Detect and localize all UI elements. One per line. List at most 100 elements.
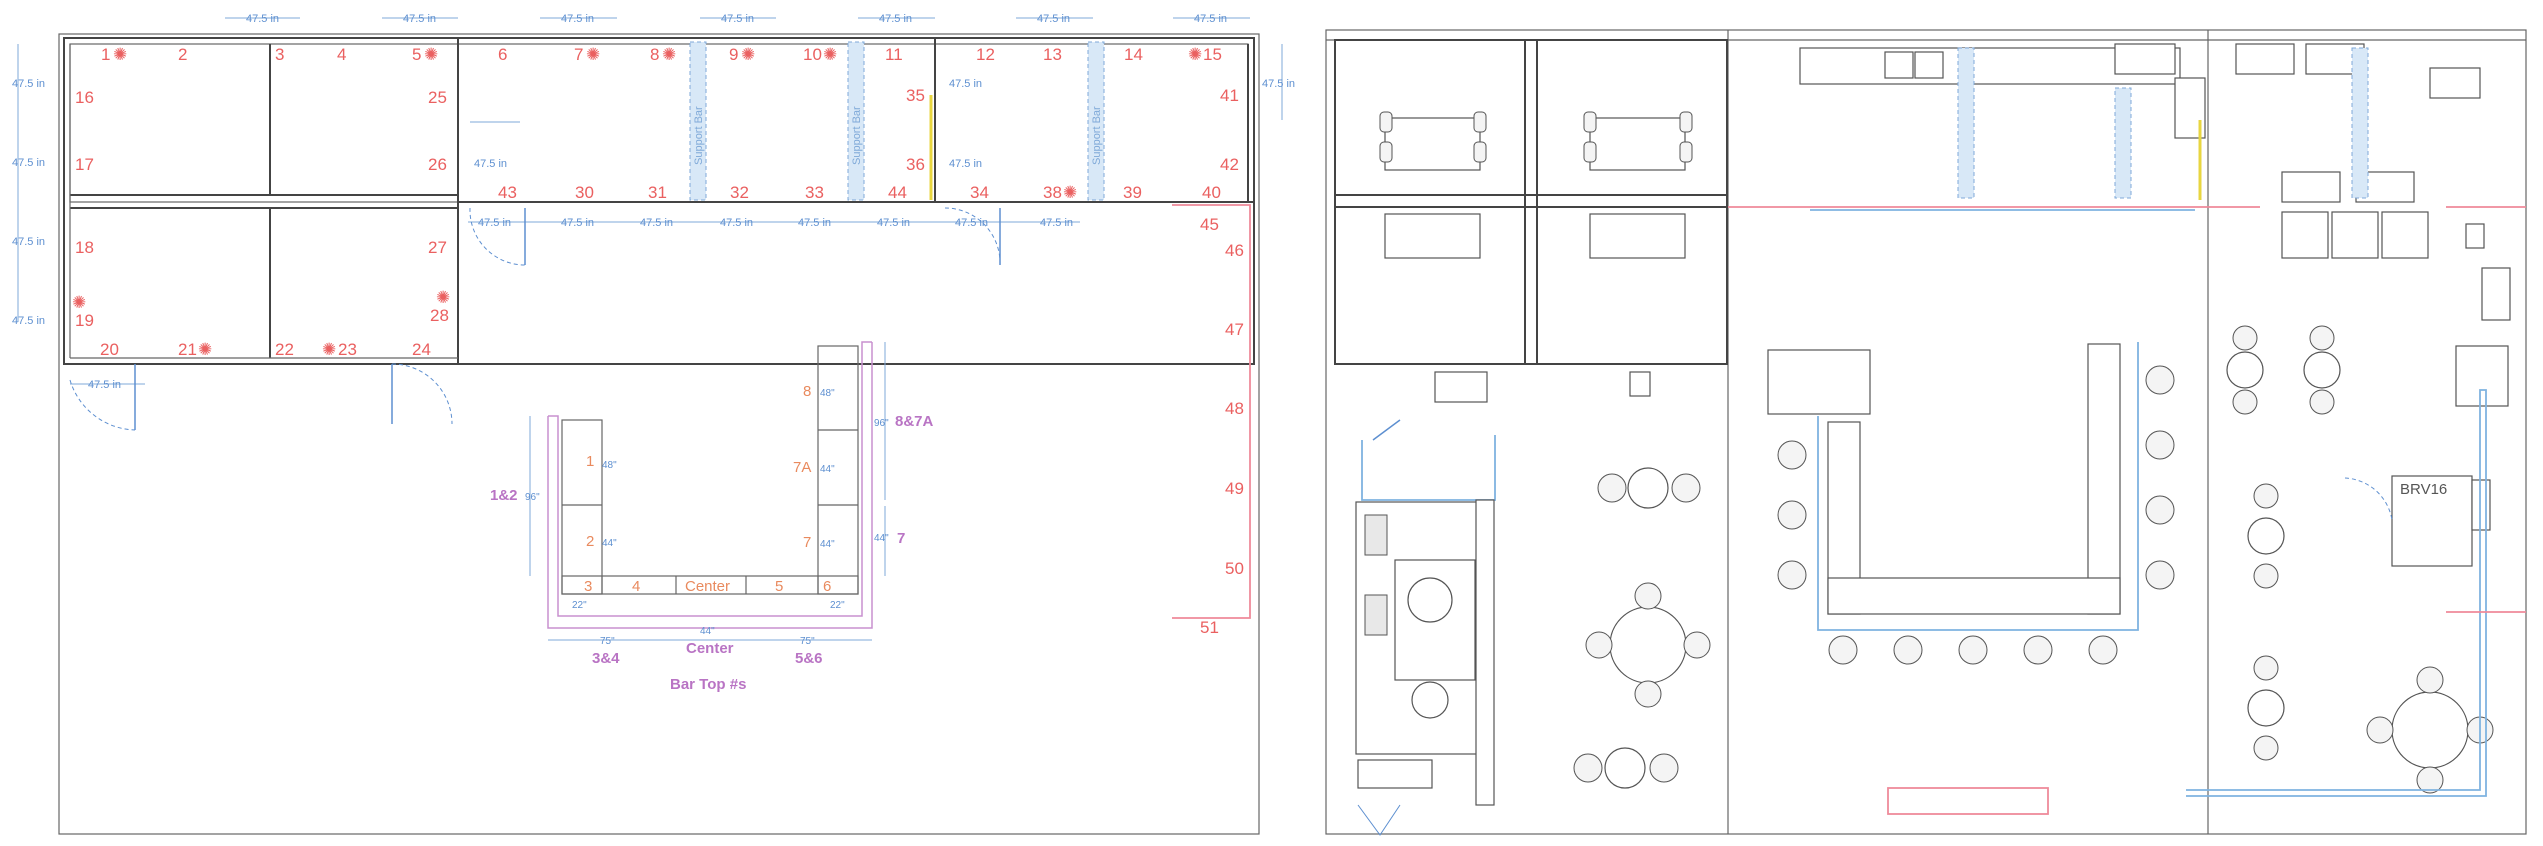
dimension-label: 47.5 in bbox=[12, 236, 45, 248]
bar-title: Bar Top #s bbox=[670, 676, 746, 693]
dimensions: 47.5 in 47.5 in 47.5 in 47.5 in 47.5 in … bbox=[12, 13, 1295, 391]
room-number-43: 40 bbox=[1202, 183, 1221, 202]
room-number-49: 49 bbox=[1225, 479, 1244, 498]
kitchen-equipment-block bbox=[1355, 419, 1496, 836]
dimension-label: 47.5 in bbox=[640, 217, 673, 229]
lounge-tables bbox=[1573, 467, 1711, 789]
booth-area bbox=[1334, 39, 1728, 403]
room-number-46: 46 bbox=[1225, 241, 1244, 260]
support-bar-label-1: Support Bar bbox=[693, 106, 705, 165]
room-number-15: 15 bbox=[1203, 45, 1222, 64]
bar-dim-48-right: 48" bbox=[820, 388, 835, 399]
dimension-label: 47.5 in bbox=[474, 158, 507, 170]
fan-icon: ✺ bbox=[586, 45, 600, 64]
room-number-9: 9 bbox=[729, 45, 738, 64]
bar-dim-22-left: 22" bbox=[572, 600, 587, 611]
room-number-48: 48 bbox=[1225, 399, 1244, 418]
room-number-26: 26 bbox=[428, 155, 447, 174]
bar-num-8: 8 bbox=[803, 383, 811, 400]
dimension-label: 47.5 in bbox=[877, 217, 910, 229]
dimension-label: 47.5 in bbox=[949, 78, 982, 90]
dimension-label: 47.5 in bbox=[561, 13, 594, 25]
room-number-50: 50 bbox=[1225, 559, 1244, 578]
room-number-36: 36 bbox=[906, 155, 925, 174]
dimension-label: 47.5 in bbox=[561, 217, 594, 229]
room-number-2: 2 bbox=[178, 45, 187, 64]
fan-icon: ✺ bbox=[72, 293, 86, 312]
bar-num-1: 1 bbox=[586, 453, 594, 470]
room-number-47: 47 bbox=[1225, 320, 1244, 339]
room-number-41: 41 bbox=[1220, 86, 1239, 105]
room-number-17: 17 bbox=[75, 155, 94, 174]
brv-label: BRV16 bbox=[2400, 481, 2447, 498]
room-number-10: 10 bbox=[803, 45, 822, 64]
fan-icon: ✺ bbox=[823, 45, 837, 64]
room-number-11: 11 bbox=[885, 45, 903, 64]
room-number-4: 4 bbox=[337, 45, 346, 64]
room-numbers: 1 ✺ 2 3 4 5 ✺ 6 7 ✺ 8 ✺ 9 ✺ 10 ✺ 11 12 1… bbox=[72, 45, 1239, 359]
fan-icon: ✺ bbox=[662, 45, 676, 64]
bar-label-right-top: 8&7A bbox=[895, 413, 934, 430]
dimension-label: 47.5 in bbox=[1194, 13, 1227, 25]
bar-dim-48-left: 48" bbox=[602, 460, 617, 471]
dimension-label: 47.5 in bbox=[478, 217, 511, 229]
room-number-18: 18 bbox=[75, 238, 94, 257]
bar-dim-75-right: 75" bbox=[800, 636, 815, 647]
room-number-6: 6 bbox=[498, 45, 507, 64]
room-number-38: 38 bbox=[1043, 183, 1062, 202]
dimension-label: 47.5 in bbox=[1040, 217, 1073, 229]
dimension-label: 47.5 in bbox=[12, 78, 45, 90]
room-number-24: 24 bbox=[412, 340, 431, 359]
room-number-31: 31 bbox=[648, 183, 667, 202]
room-number-21: 21 bbox=[178, 340, 197, 359]
room-number-13: 13 bbox=[1043, 45, 1062, 64]
room-number-20: 20 bbox=[100, 340, 119, 359]
right-rail-numbers: 45 46 47 48 49 50 51 bbox=[1172, 204, 1251, 637]
dimension-label: 47.5 in bbox=[12, 315, 45, 327]
bar-dim-44-left: 44" bbox=[602, 538, 617, 549]
room-number-7: 7 bbox=[574, 45, 583, 64]
dimension-label: 47.5 in bbox=[798, 217, 831, 229]
room-number-34: 34 bbox=[970, 183, 989, 202]
room-number-30: 30 bbox=[575, 183, 594, 202]
support-bars: Support Bar Support Bar Support Bar bbox=[689, 41, 1105, 201]
room-number-19: 19 bbox=[75, 311, 94, 330]
fan-icon: ✺ bbox=[322, 340, 336, 359]
dimension-label: 47.5 in bbox=[955, 217, 988, 229]
bar-dim-75-left: 75" bbox=[600, 636, 615, 647]
booth-block bbox=[63, 37, 1255, 365]
fan-icon: ✺ bbox=[113, 45, 127, 64]
support-bar-label-2: Support Bar bbox=[851, 106, 863, 165]
room-number-5: 5 bbox=[412, 45, 421, 64]
room-number-35: 35 bbox=[906, 86, 925, 105]
dimension-label: 47.5 in bbox=[879, 13, 912, 25]
bar-num-7a: 7A bbox=[793, 459, 811, 476]
fan-icon: ✺ bbox=[424, 45, 438, 64]
bar-dim-44-center: 44" bbox=[700, 626, 715, 637]
bar-num-3: 3 bbox=[584, 578, 592, 595]
bar-dim-44-outer: 44" bbox=[874, 533, 889, 544]
right-room-furniture: BRV16 bbox=[2186, 43, 2526, 797]
room-number-22: 22 bbox=[275, 340, 294, 359]
room-number-1: 1 bbox=[101, 45, 110, 64]
bar-num-7: 7 bbox=[803, 534, 811, 551]
bar-dim-96-left: 96" bbox=[525, 492, 540, 503]
room-number-45: 45 bbox=[1200, 215, 1219, 234]
fan-icon: ✺ bbox=[741, 45, 755, 64]
bar-label-right-bottom: 7 bbox=[897, 530, 905, 547]
bar-label-3-4: 3&4 bbox=[592, 650, 620, 667]
bar-counter bbox=[1767, 342, 2175, 815]
doors bbox=[69, 207, 1001, 431]
fan-icon: ✺ bbox=[436, 288, 450, 307]
dimension-label: 47.5 in bbox=[721, 13, 754, 25]
dimension-label: 47.5 in bbox=[12, 157, 45, 169]
room-number-40: 43 bbox=[498, 183, 517, 202]
bar-num-2: 2 bbox=[586, 533, 594, 550]
dimension-label: 47.5 in bbox=[720, 217, 753, 229]
room-number-28: 28 bbox=[430, 306, 449, 325]
support-bar-label-3: Support Bar bbox=[1091, 106, 1103, 165]
bar-dim-44-right-b: 44" bbox=[820, 539, 835, 550]
bar-num-5: 5 bbox=[775, 578, 783, 595]
bar-label-left: 1&2 bbox=[490, 487, 518, 504]
